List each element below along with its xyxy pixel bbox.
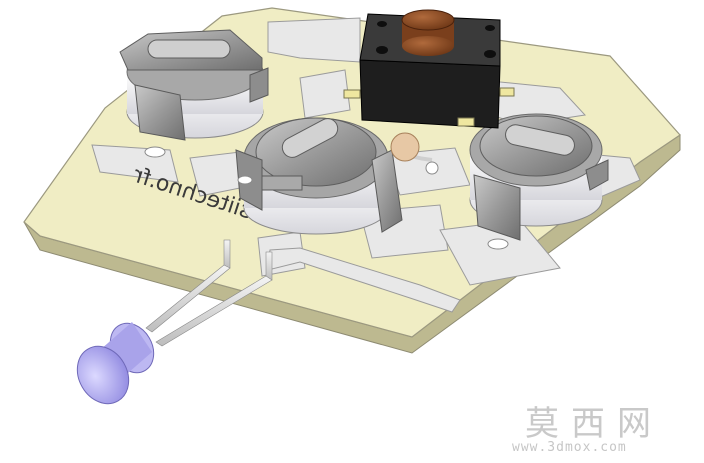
watermark-chinese: 莫西网 [525,404,663,444]
coin-cell-holder-right [469,113,609,250]
coin-cell-holder-center [235,117,403,235]
tactile-switch [343,9,515,129]
coin-cell-holder-left [119,29,269,158]
watermark-url: www.3dmox.com [512,440,627,455]
led-leads [145,239,273,347]
resistor [390,132,439,175]
led [76,322,155,405]
